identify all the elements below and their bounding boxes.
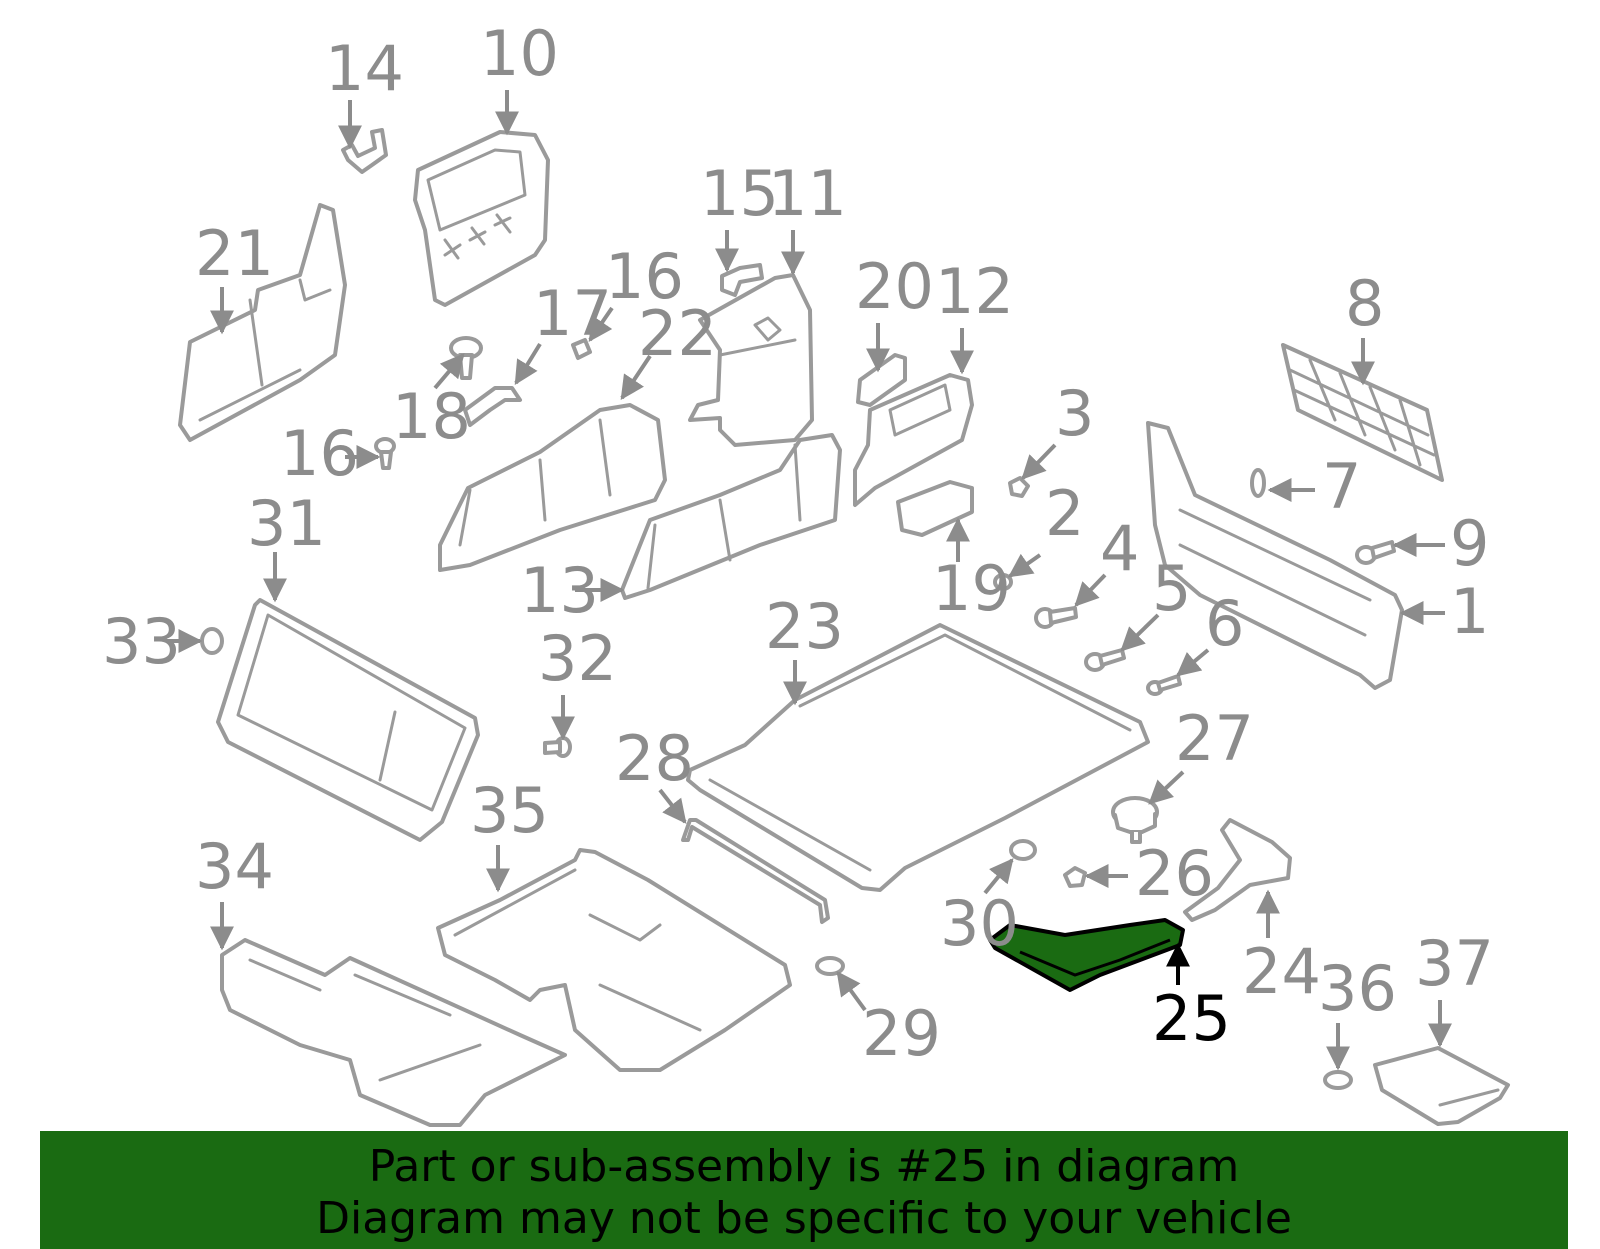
label-15: 15 [700, 157, 779, 230]
label-16-top: 16 [605, 240, 684, 313]
label-31: 31 [247, 487, 326, 560]
label-4: 4 [1100, 512, 1139, 585]
part-1-sill-trim [1146, 421, 1404, 690]
part-17-bracket [463, 386, 522, 427]
part-33-clip [200, 627, 224, 655]
label-21: 21 [195, 217, 274, 290]
banner-line-disclaimer: Diagram may not be specific to your vehi… [316, 1193, 1292, 1244]
label-13: 13 [520, 554, 599, 627]
part-35-floor-mat [436, 848, 792, 1072]
part-11-panel [688, 273, 814, 447]
part-36-clip [1323, 1070, 1353, 1090]
part-13-trim [620, 433, 842, 600]
label-12: 12 [935, 255, 1014, 328]
label-2: 2 [1045, 477, 1084, 550]
part-31-panel [216, 598, 480, 842]
label-24: 24 [1242, 935, 1321, 1008]
part-16-clip-a [571, 338, 592, 360]
part-9-screw [1355, 540, 1396, 565]
part-5-bolt [1084, 648, 1126, 672]
label-37: 37 [1415, 927, 1494, 1000]
label-7: 7 [1322, 450, 1361, 523]
part-27-cover [1111, 796, 1159, 844]
label-3: 3 [1055, 377, 1094, 450]
part-21-side-trim [178, 203, 347, 442]
part-25-highlighted [988, 918, 1185, 992]
label-18: 18 [392, 380, 471, 453]
part-37-box [1373, 1046, 1510, 1126]
label-26: 26 [1135, 837, 1214, 910]
label-29: 29 [862, 997, 941, 1070]
part-19-tray [896, 480, 974, 537]
part-2-cap [993, 573, 1013, 591]
part-8-cargo-net [1281, 343, 1444, 482]
part-10-panel [413, 130, 550, 307]
part-12-panel [853, 373, 974, 507]
part-14-clip [341, 128, 388, 174]
label-14: 14 [325, 32, 404, 105]
part-16-clip-b [374, 437, 396, 470]
part-29-grommet [815, 956, 845, 976]
label-20: 20 [855, 250, 934, 323]
part-26-nut [1063, 866, 1087, 888]
label-36: 36 [1318, 952, 1397, 1025]
part-28-rod [681, 818, 830, 924]
label-32: 32 [538, 622, 617, 695]
label-11: 11 [768, 157, 847, 230]
part-20-cover [856, 353, 907, 407]
part-30-cap [1009, 839, 1037, 861]
label-1: 1 [1450, 575, 1489, 648]
part-24-sill-plate [1183, 818, 1292, 922]
label-34: 34 [195, 830, 274, 903]
label-25-highlighted: 25 [1152, 982, 1231, 1055]
label-16-left: 16 [280, 417, 359, 490]
banner-line-part: Part or sub-assembly is #25 in diagram [368, 1141, 1240, 1192]
label-8: 8 [1345, 267, 1384, 340]
label-33: 33 [102, 605, 181, 678]
label-17: 17 [533, 277, 612, 350]
part-4-bolt [1034, 606, 1078, 629]
label-30: 30 [940, 887, 1019, 960]
part-18-clip [449, 336, 483, 380]
label-6: 6 [1205, 587, 1244, 660]
part-34-floor-mat [220, 938, 567, 1127]
part-15-clip [720, 263, 764, 297]
leader-arrows [168, 90, 1452, 1071]
part-3-nut [1008, 476, 1030, 498]
label-27: 27 [1175, 702, 1254, 775]
label-10: 10 [480, 17, 559, 90]
label-5: 5 [1152, 552, 1191, 625]
info-banner: Part or sub-assembly is #25 in diagram D… [40, 1131, 1568, 1249]
part-7-plug [1250, 468, 1266, 498]
label-9: 9 [1450, 507, 1489, 580]
label-28: 28 [615, 722, 694, 795]
part-6-screw [1146, 674, 1182, 696]
label-22: 22 [638, 297, 717, 370]
part-32-screw [543, 736, 572, 758]
label-19: 19 [932, 552, 1011, 625]
label-35: 35 [470, 774, 549, 847]
label-23: 23 [765, 590, 844, 663]
part-23-cargo-mat [686, 623, 1150, 892]
part-22-trim [438, 403, 667, 572]
